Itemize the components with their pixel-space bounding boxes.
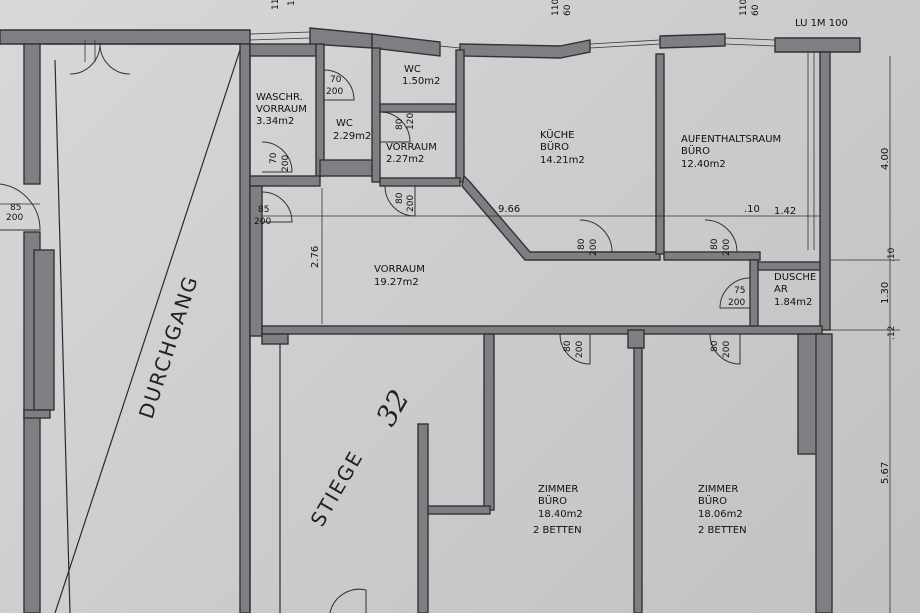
wall-top [0,29,251,45]
wc2-name: WC [336,118,353,129]
waschraum-name2: VORRAUM [256,104,307,115]
aufenthalt-name2: BÜRO [681,144,710,157]
door6-w: 80 [395,192,405,204]
zimmer2-name1: ZIMMER [698,484,738,495]
door10-w: 80 [563,340,573,352]
door7-h: 200 [589,239,599,256]
dim-276: 2.76 [310,246,321,268]
dim-400: 4.00 [880,148,891,170]
dim-567: 5.67 [880,462,891,484]
window-2-a: 110 [551,0,561,16]
aufenthalt-name1: AUFENTHALTSRAUM [681,134,781,145]
door4-h: 200 [6,213,23,223]
kueche-area: 14.21m2 [540,155,585,166]
window-3-b: 60 [751,4,761,16]
door2-w: 80 [395,118,405,130]
door9-h: 200 [728,298,745,308]
dim-10b: .10 [887,247,897,262]
wc1-name: WC [404,64,421,75]
wall-left-pillar [33,249,55,411]
stiege-number: 32 [369,384,415,431]
scale-label: LU 1M 100 [795,18,848,29]
wall-top-6 [774,37,861,53]
wc1-area: 1.50m2 [402,76,440,87]
dim-12: .12 [887,326,897,340]
door10-h: 200 [575,341,585,358]
aufenthalt-area: 12.40m2 [681,159,726,170]
dim-10: .10 [744,204,760,215]
window-4: 15 [287,0,297,6]
dim-130: 1.30 [880,282,891,304]
wall-top-3 [371,33,441,57]
dusche-area: 1.84m2 [774,297,812,308]
door9-w: 75 [734,286,745,296]
waschraum-area: 3.34m2 [256,116,294,127]
dim-142: 1.42 [774,206,796,217]
durchgang-label: DURCHGANG [134,272,203,422]
zimmer2-name2: BÜRO [698,494,727,507]
door7-w: 80 [577,238,587,250]
zimmer1-area: 18.40m2 [538,509,583,520]
door11-h: 200 [722,341,732,358]
door2-h: 120 [406,113,416,130]
door11-w: 80 [710,340,720,352]
zimmer1-beds: 2 BETTEN [533,525,582,536]
door4-w: 85 [10,203,21,213]
wall-durchgang [239,43,251,613]
wall-left-3 [23,409,51,419]
window-1-a: 110 [271,0,281,10]
door8-h: 200 [722,239,732,256]
kueche-name1: KÜCHE [540,128,574,141]
door3-h: 200 [281,155,291,172]
vorraum-main-area: 19.27m2 [374,277,419,288]
wall-left [23,43,41,185]
zimmer2-area: 18.06m2 [698,509,743,520]
window-2-b: 60 [563,4,573,16]
dusche-name1: DUSCHE [774,272,816,283]
zimmer2-beds: 2 BETTEN [698,525,747,536]
wall-top-4 [459,39,591,59]
vorraum-small-name: VORRAUM [386,142,437,153]
door5-w: 85 [258,205,269,215]
door1-h: 200 [326,87,343,97]
kueche-name2: BÜRO [540,140,569,153]
wc2-area: 2.29m2 [333,131,371,142]
door6-h: 200 [406,195,416,212]
stiege-label: STIEGE [306,446,369,530]
dusche-name2: AR [774,284,788,295]
door3-w: 70 [269,152,279,164]
waschraum-name1: WASCHR. [256,92,303,103]
door1-w: 70 [330,75,342,85]
vorraum-main-name: VORRAUM [374,264,425,275]
dim-966: 9.66 [498,204,520,215]
vorraum-small-area: 2.27m2 [386,154,424,165]
wall-top-5 [659,33,726,49]
door8-w: 80 [710,238,720,250]
zimmer1-name2: BÜRO [538,494,567,507]
zimmer1-name1: ZIMMER [538,484,578,495]
window-3-a: 110 [739,0,749,16]
door5-h: 200 [254,217,271,227]
